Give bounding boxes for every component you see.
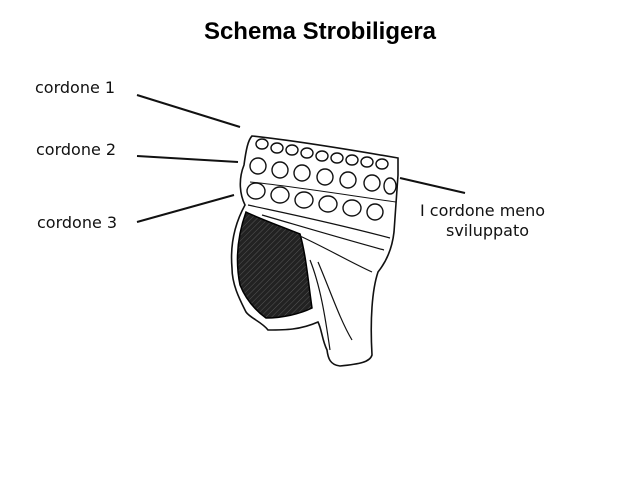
leader-line-cordone-2: [137, 156, 238, 162]
leader-line-cordone-3: [137, 195, 234, 222]
leader-line-cordone-1: [137, 95, 240, 127]
leader-line-cordone-meno: [400, 178, 465, 193]
